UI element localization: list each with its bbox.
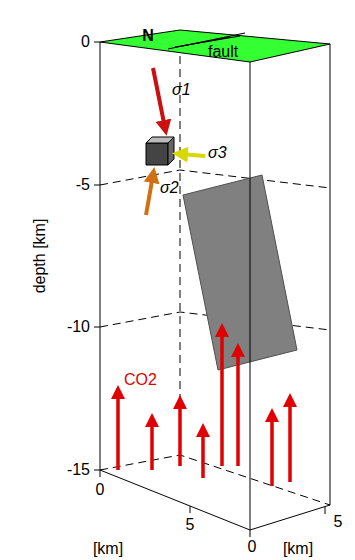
stress-cube: [146, 137, 174, 165]
depth-tick: -5: [76, 177, 90, 193]
ground-surface: [100, 30, 330, 62]
co2-label: CO2: [124, 372, 157, 388]
sigma1-arrow: [153, 68, 165, 128]
axis-title: depth [km]: [32, 219, 48, 294]
stress-label: σ2: [160, 180, 179, 196]
box-edge: [100, 42, 330, 530]
depth-tick: -10: [67, 319, 90, 335]
fault-plane: [183, 175, 297, 370]
distance-tick: 0: [96, 482, 105, 498]
hidden-edge: [100, 30, 330, 505]
co2-arrow: [118, 330, 290, 486]
tick-mark: [94, 42, 325, 537]
distance-tick: 5: [186, 517, 195, 533]
distance-tick: 5: [334, 514, 343, 530]
stress-label: σ1: [172, 82, 191, 98]
north-label: N: [142, 28, 154, 44]
axis-unit: [km]: [283, 541, 313, 557]
depth-tick: -15: [67, 462, 90, 478]
fault-label: fault: [208, 44, 238, 60]
depth-tick: 0: [81, 34, 90, 50]
axis-unit: [km]: [93, 541, 123, 557]
sigma3-arrow: [180, 154, 205, 156]
distance-tick: 0: [248, 539, 257, 555]
stress-label: σ3: [208, 145, 227, 161]
sigma2-arrow: [146, 175, 153, 215]
